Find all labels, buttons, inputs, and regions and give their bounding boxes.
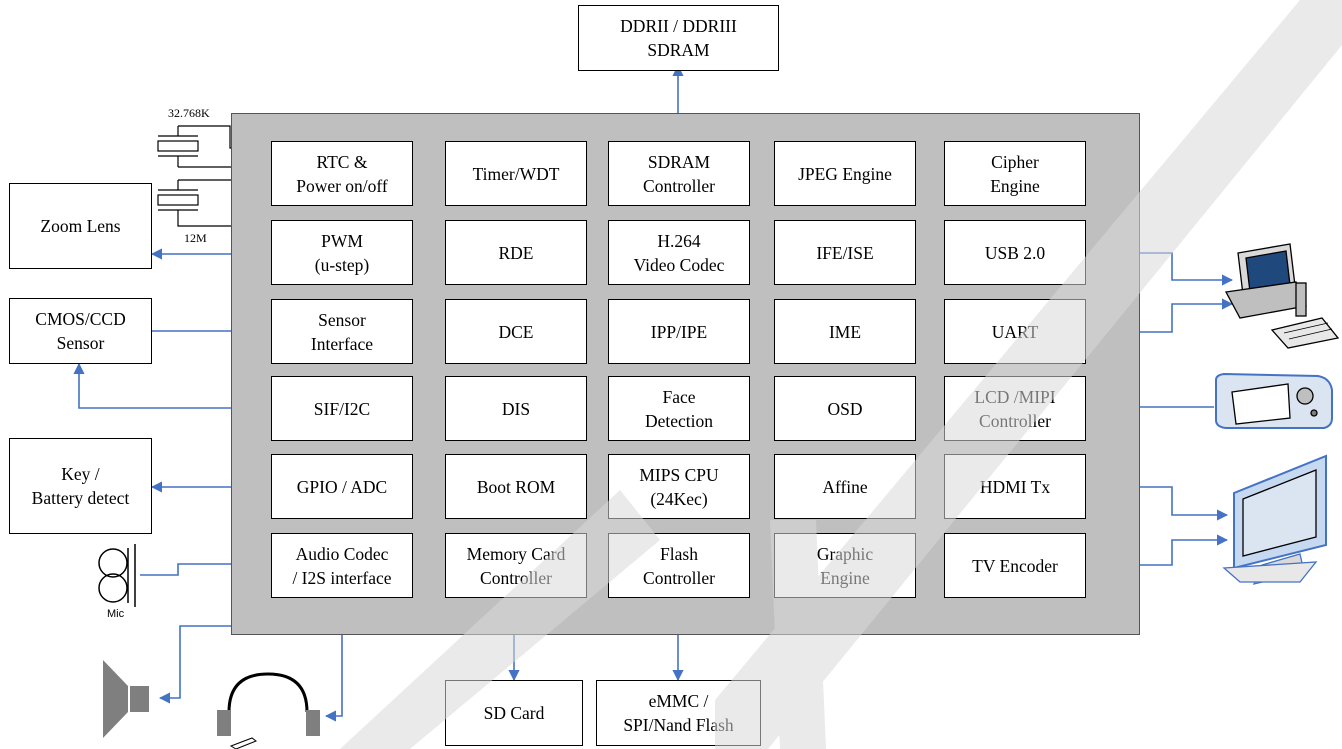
block-memory-card-controller: Memory Card Controller bbox=[445, 533, 587, 598]
zoom-lens-box: Zoom Lens bbox=[9, 183, 152, 269]
block-tv-encoder: TV Encoder bbox=[944, 533, 1086, 598]
block-usb: USB 2.0 bbox=[944, 220, 1086, 285]
block-sif-i2c: SIF/I2C bbox=[271, 376, 413, 441]
block-rde: RDE bbox=[445, 220, 587, 285]
block-cipher-engine: Cipher Engine bbox=[944, 141, 1086, 206]
key-battery-box: Key / Battery detect bbox=[9, 438, 152, 534]
block-osd: OSD bbox=[774, 376, 916, 441]
mic-to-audio-arrow bbox=[140, 558, 273, 576]
block-flash-controller: Flash Controller bbox=[608, 533, 750, 598]
block-sdram-controller: SDRAM Controller bbox=[608, 141, 750, 206]
sif-to-sensor-arrow bbox=[73, 362, 273, 414]
block-mips-cpu: MIPS CPU (24Kec) bbox=[608, 454, 750, 519]
block-pwm: PWM (u-step) bbox=[271, 220, 413, 285]
sdram-external-box: DDRII / DDRIII SDRAM bbox=[578, 5, 779, 71]
block-rtc-power: RTC & Power on/off bbox=[271, 141, 413, 206]
block-affine: Affine bbox=[774, 454, 916, 519]
sd-card-box: SD Card bbox=[445, 680, 583, 746]
block-dce: DCE bbox=[445, 299, 587, 364]
emmc-box: eMMC / SPI/Nand Flash bbox=[596, 680, 761, 746]
block-dis: DIS bbox=[445, 376, 587, 441]
crystal-32k-label: 32.768K bbox=[168, 106, 210, 120]
block-face-detection: Face Detection bbox=[608, 376, 750, 441]
block-h264-codec: H.264 Video Codec bbox=[608, 220, 750, 285]
block-boot-rom: Boot ROM bbox=[445, 454, 587, 519]
crystal-12m-label: 12M bbox=[184, 231, 207, 245]
block-ipp-ipe: IPP/IPE bbox=[608, 299, 750, 364]
block-ife-ise: IFE/ISE bbox=[774, 220, 916, 285]
block-sensor-interface: Sensor Interface bbox=[271, 299, 413, 364]
block-jpeg-engine: JPEG Engine bbox=[774, 141, 916, 206]
block-uart: UART bbox=[944, 299, 1086, 364]
sensor-external-box: CMOS/CCD Sensor bbox=[9, 298, 152, 364]
block-ime: IME bbox=[774, 299, 916, 364]
block-hdmi-tx: HDMI Tx bbox=[944, 454, 1086, 519]
block-timer-wdt: Timer/WDT bbox=[445, 141, 587, 206]
block-audio-codec: Audio Codec / I2S interface bbox=[271, 533, 413, 598]
mic-label: Mic bbox=[107, 608, 125, 620]
block-lcd-mipi: LCD /MIPI Controller bbox=[944, 376, 1086, 441]
block-graphic-engine: Graphic Engine bbox=[774, 533, 916, 598]
block-gpio-adc: GPIO / ADC bbox=[271, 454, 413, 519]
